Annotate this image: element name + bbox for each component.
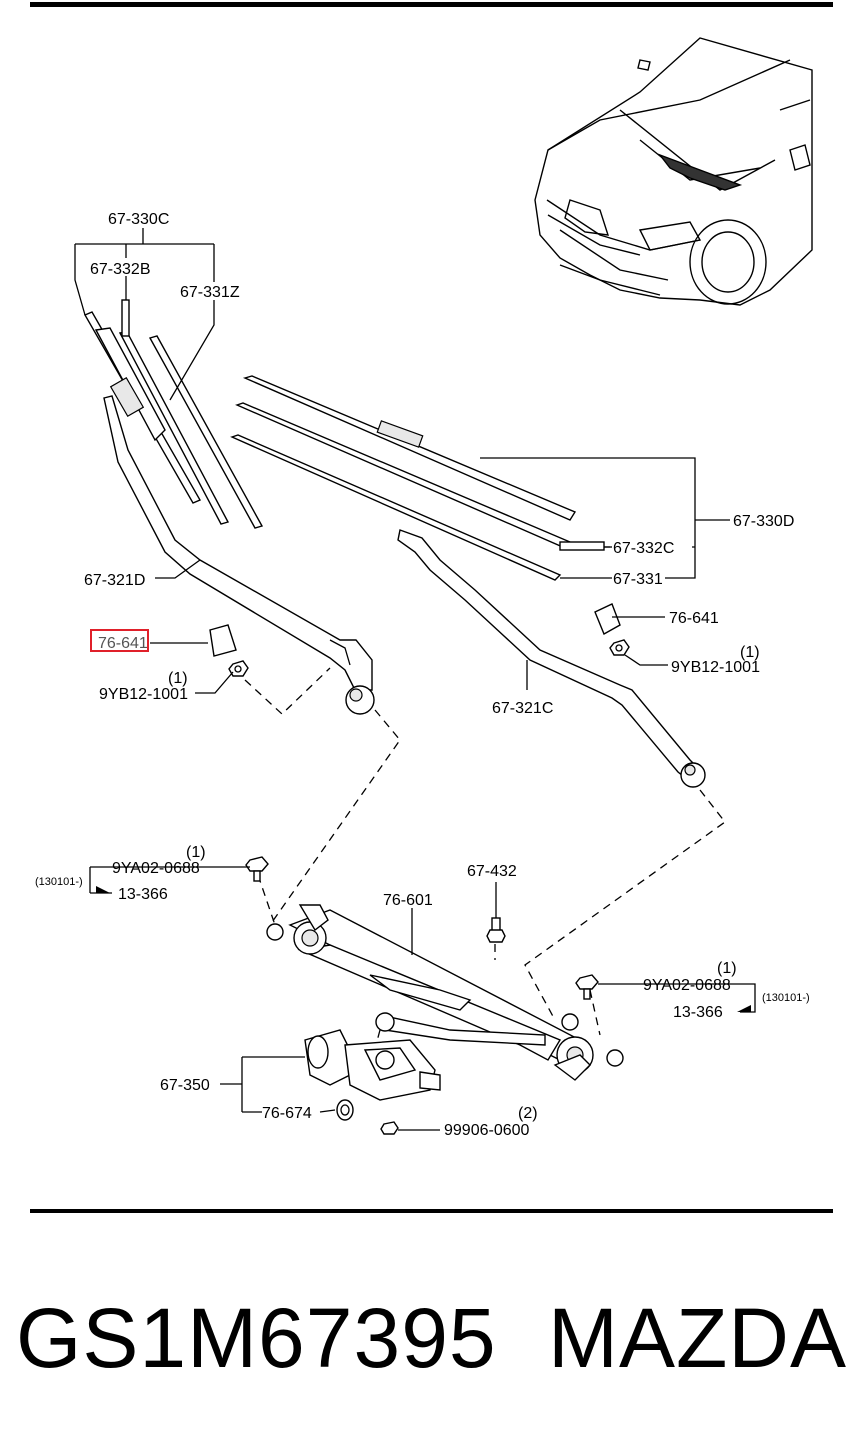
label-qty-screw: (2) — [518, 1105, 538, 1122]
right-bolt-9YA02 — [575, 974, 599, 1000]
label-13-366-right: 13-366 — [673, 1004, 723, 1021]
grommet-76-674 — [336, 1099, 354, 1121]
label-9YB12-1001-right: 9YB12-1001 — [671, 659, 760, 676]
top-rule — [30, 2, 833, 7]
label-67-321C: 67-321C — [492, 700, 553, 717]
label-67-432: 67-432 — [467, 863, 517, 880]
left-nut-9YB12 — [228, 660, 249, 677]
label-76-641-right: 76-641 — [669, 610, 719, 627]
highlight-box — [90, 629, 149, 652]
label-67-332C: 67-332C — [613, 540, 674, 557]
label-67-331: 67-331 — [613, 571, 663, 588]
leader-lines — [74, 228, 756, 1131]
label-67-332B: 67-332B — [90, 261, 151, 278]
car-illustration — [534, 37, 813, 306]
label-67-330D: 67-330D — [733, 513, 794, 530]
label-67-350: 67-350 — [160, 1077, 210, 1094]
left-cap-76-641 — [209, 624, 237, 657]
left-blade-assembly — [84, 299, 264, 529]
right-nut-9YB12 — [609, 639, 630, 656]
bolt-67-432 — [486, 917, 506, 943]
label-qty-right-bolt: (1) — [717, 960, 737, 977]
label-76-674: 76-674 — [262, 1105, 312, 1122]
right-blade-assembly — [230, 375, 605, 581]
label-67-321D: 67-321D — [84, 572, 145, 589]
part-labels: 67-330C 67-332B 67-331Z 67-321D 76-641 (… — [35, 211, 810, 1139]
right-wiper-arm — [397, 529, 706, 788]
bottom-rule — [30, 1209, 833, 1213]
left-bolt-9YA02 — [245, 856, 269, 882]
wiper-motor — [304, 1029, 441, 1101]
label-67-330C: 67-330C — [108, 211, 169, 228]
brand-name: MAZDA — [548, 1291, 847, 1385]
label-13-366-left: 13-366 — [118, 886, 168, 903]
wiper-linkage — [266, 904, 624, 1081]
label-date-left: (130101-) — [35, 876, 83, 888]
label-qty-right-nut: (1) — [740, 644, 760, 661]
label-9YA02-0688-left: 9YA02-0688 — [112, 860, 200, 877]
caption: GS1M67395 MAZDA — [0, 1290, 864, 1400]
screw-99906 — [380, 1121, 399, 1135]
label-67-331Z: 67-331Z — [180, 284, 240, 301]
label-qty-left-nut: (1) — [168, 670, 188, 687]
label-99906-0600: 99906-0600 — [444, 1122, 530, 1139]
part-number: GS1M67395 — [16, 1291, 497, 1385]
label-date-right: (130101-) — [762, 992, 810, 1004]
label-9YB12-1001-left: 9YB12-1001 — [99, 686, 188, 703]
label-76-601: 76-601 — [383, 892, 433, 909]
right-cap-76-641 — [594, 603, 621, 635]
label-9YA02-0688-right: 9YA02-0688 — [643, 977, 731, 994]
left-wiper-arm — [103, 395, 375, 715]
label-qty-left-bolt: (1) — [186, 844, 206, 861]
label-76-641-left: 76-641 — [98, 635, 148, 652]
